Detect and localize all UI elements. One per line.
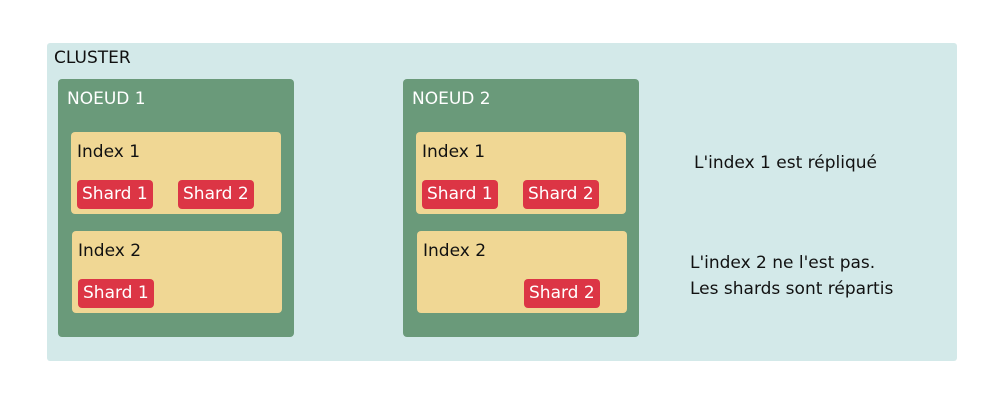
node-1-index-1-shard-2: Shard 2 bbox=[178, 180, 254, 209]
node-1-label: NOEUD 1 bbox=[67, 89, 146, 109]
node-1-index-2-shard-1: Shard 1 bbox=[78, 279, 154, 308]
node-1-index-2-box: Index 2 Shard 1 bbox=[72, 231, 282, 313]
node-1-index-1-box: Index 1 Shard 1 Shard 2 bbox=[71, 132, 281, 214]
note-index-1: L'index 1 est répliqué bbox=[694, 150, 877, 176]
note-index-2-line-1: L'index 2 ne l'est pas. bbox=[690, 253, 876, 273]
node-2-index-2-box: Index 2 Shard 2 bbox=[417, 231, 627, 313]
node-2-index-1-shard-2: Shard 2 bbox=[523, 180, 599, 209]
node-2-label: NOEUD 2 bbox=[412, 89, 491, 109]
node-2-index-1-shard-1: Shard 1 bbox=[422, 180, 498, 209]
node-1-index-2-label: Index 2 bbox=[78, 241, 142, 261]
node-2-box: NOEUD 2 Index 1 Shard 1 Shard 2 Index 2 … bbox=[403, 79, 639, 337]
cluster-label: CLUSTER bbox=[54, 48, 131, 68]
node-1-index-1-shard-1: Shard 1 bbox=[77, 180, 153, 209]
node-2-index-2-shard-2: Shard 2 bbox=[524, 279, 600, 308]
node-1-index-1-label: Index 1 bbox=[77, 142, 141, 162]
note-index-2-line-2: Les shards sont répartis bbox=[690, 279, 894, 299]
note-index-1-text: L'index 1 est répliqué bbox=[694, 153, 877, 173]
node-2-index-1-label: Index 1 bbox=[422, 142, 486, 162]
node-2-index-1-box: Index 1 Shard 1 Shard 2 bbox=[416, 132, 626, 214]
node-1-box: NOEUD 1 Index 1 Shard 1 Shard 2 Index 2 … bbox=[58, 79, 294, 337]
node-2-index-2-label: Index 2 bbox=[423, 241, 487, 261]
note-index-2: L'index 2 ne l'est pas. Les shards sont … bbox=[690, 250, 893, 302]
